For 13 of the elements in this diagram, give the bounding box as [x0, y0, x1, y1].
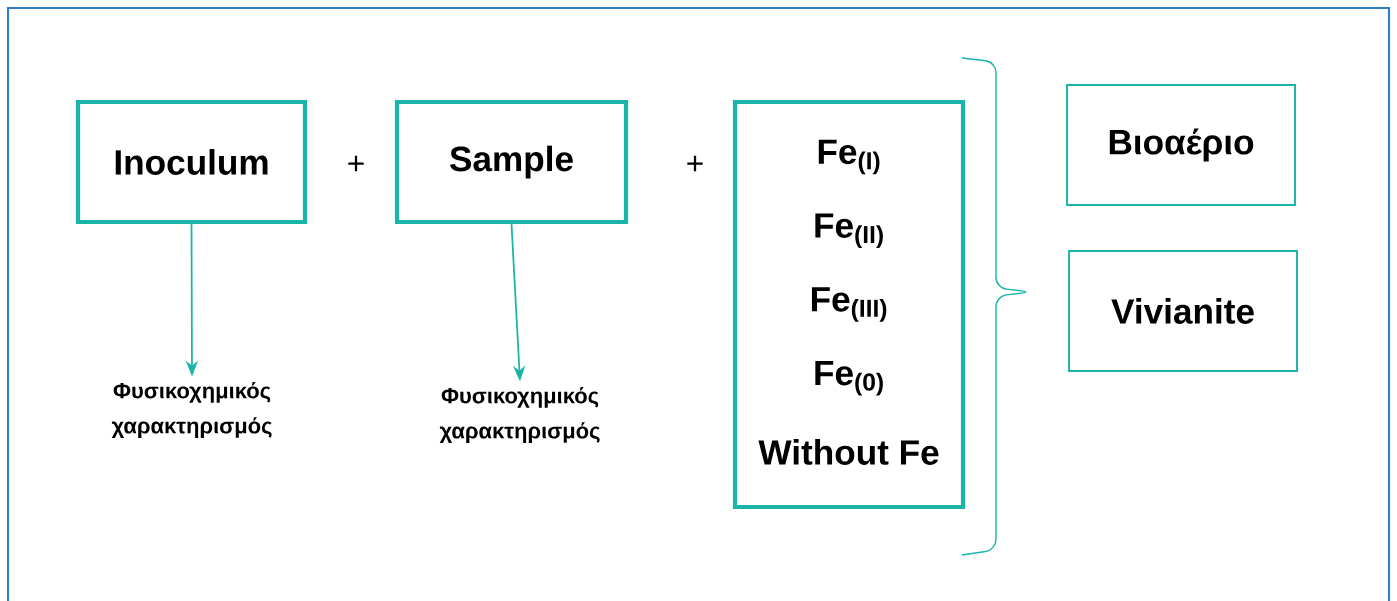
plus-sign: + — [687, 155, 703, 172]
list-item: Without Fe — [758, 439, 939, 465]
list-item: Fe$_{(II)}$ — [815, 213, 883, 249]
process-box: Βιοαέριο — [1066, 84, 1296, 206]
list-item: Fe$_{(III)}$ — [811, 287, 887, 322]
plus-sign: + — [348, 155, 364, 172]
list-item: Fe$_{(0)}$ — [815, 360, 883, 396]
caption-text: Φυσικοχημικός χαρακτηρισμός — [111, 382, 272, 438]
list-item: Fe$_{(I)}$ — [818, 139, 880, 175]
process-box: Vivianite — [1068, 250, 1298, 372]
process-box: Sample — [394, 99, 629, 225]
process-box: Inoculum — [75, 99, 308, 225]
caption-text: Φυσικοχημικός χαρακτηρισμός — [439, 387, 600, 443]
